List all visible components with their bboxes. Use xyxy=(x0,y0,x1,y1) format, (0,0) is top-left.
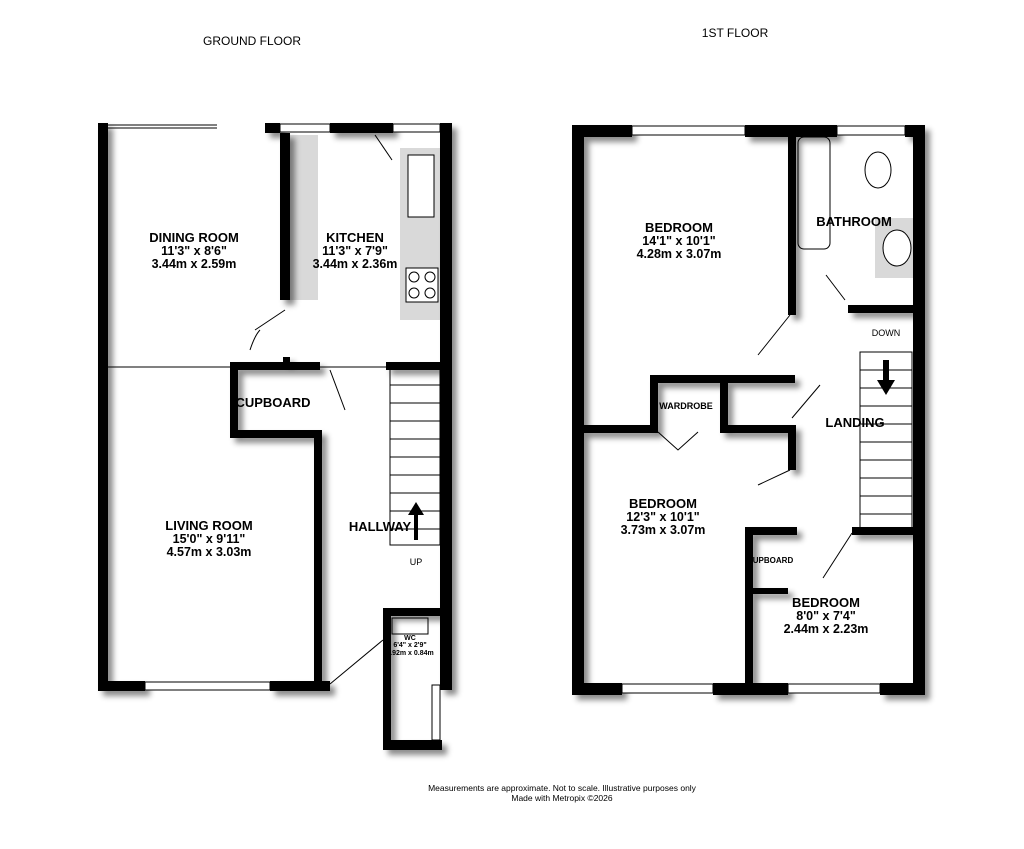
toilet-icon xyxy=(864,151,892,189)
room-name: KITCHEN xyxy=(326,230,384,245)
kitchen-label: KITCHEN 11'3" x 7'9" 3.44m x 2.36m xyxy=(313,231,398,271)
sink-icon xyxy=(407,154,435,218)
room-name: BEDROOM xyxy=(629,496,697,511)
landing-label: LANDING xyxy=(825,415,885,430)
room-imperial: 12'3" x 10'1" xyxy=(626,509,700,524)
room-imperial: 6'4" x 2'9" xyxy=(393,642,427,650)
room-imperial: 8'0" x 7'4" xyxy=(796,608,856,623)
first-floor-fixtures xyxy=(657,136,915,579)
cupboard-label: CUPBOARD xyxy=(235,395,311,410)
room-metric: 4.57m x 3.03m xyxy=(166,544,252,559)
room-imperial: 15'0" x 9'11" xyxy=(172,531,246,546)
room-metric: 4.28m x 3.07m xyxy=(636,246,722,261)
stairs-up-label: UP xyxy=(409,557,423,567)
room-name: WC xyxy=(404,635,416,642)
door-swings xyxy=(657,274,853,579)
first-floor-windows xyxy=(621,125,906,694)
first-floor-walls xyxy=(572,125,925,695)
room-imperial: 11'3" x 8'6" xyxy=(161,243,227,258)
arrow-down-icon xyxy=(877,360,895,395)
door-swings xyxy=(249,134,393,685)
living-room-label: LIVING ROOM 15'0" x 9'11" 4.57m x 3.03m xyxy=(165,519,252,559)
room-imperial: 14'1" x 10'1" xyxy=(642,233,716,248)
sliding-door xyxy=(108,124,217,129)
wardrobe-label: WARDROBE xyxy=(659,401,713,411)
room-imperial: 11'3" x 7'9" xyxy=(322,243,388,258)
stairs-down-label: DOWN xyxy=(871,328,901,338)
room-name: LIVING ROOM xyxy=(165,518,253,533)
hallway-label: HALLWAY xyxy=(348,519,412,534)
room-metric: 3.44m x 2.36m xyxy=(312,256,398,271)
dining-room-label: DINING ROOM 11'3" x 8'6" 3.44m x 2.59m xyxy=(149,231,239,271)
credit: Made with Metropix ©2026 xyxy=(511,792,613,803)
room-name: BEDROOM xyxy=(645,220,713,235)
basin-icon xyxy=(882,229,912,267)
arrow-up-icon xyxy=(408,502,424,540)
ground-floor-walls xyxy=(98,123,452,750)
ground-floor-windows xyxy=(144,123,441,741)
wc-basin-icon xyxy=(391,617,429,635)
disclaimer: Measurements are approximate. Not to sca… xyxy=(428,783,696,793)
bathroom-label: BATHROOM xyxy=(816,214,892,229)
kitchen-worktop xyxy=(290,135,318,300)
room-name: BEDROOM xyxy=(792,595,860,610)
hob-icon xyxy=(405,267,439,303)
room-name: DINING ROOM xyxy=(149,230,239,245)
bedroom-3-label: BEDROOM 8'0" x 7'4" 2.44m x 2.23m xyxy=(784,596,869,636)
ground-floor-title: GROUND FLOOR xyxy=(202,34,302,48)
room-metric: 2.44m x 2.23m xyxy=(783,621,869,636)
bedroom-2-label: BEDROOM 12'3" x 10'1" 3.73m x 3.07m xyxy=(621,497,706,537)
room-metric: 1.92m x 0.84m xyxy=(386,649,434,657)
first-floor-title: 1ST FLOOR xyxy=(701,26,769,40)
cupboard-label: UPBOARD xyxy=(752,556,794,565)
bath-icon xyxy=(797,136,831,250)
bedroom-1-label: BEDROOM 14'1" x 10'1" 4.28m x 3.07m xyxy=(637,221,722,261)
ground-floor-fixtures xyxy=(108,124,441,685)
room-metric: 3.44m x 2.59m xyxy=(151,256,237,271)
wc-label: WC 6'4" x 2'9" 1.92m x 0.84m xyxy=(386,635,433,657)
room-metric: 3.73m x 3.07m xyxy=(620,522,706,537)
footer: Measurements are approximate. Not to sca… xyxy=(428,783,696,804)
